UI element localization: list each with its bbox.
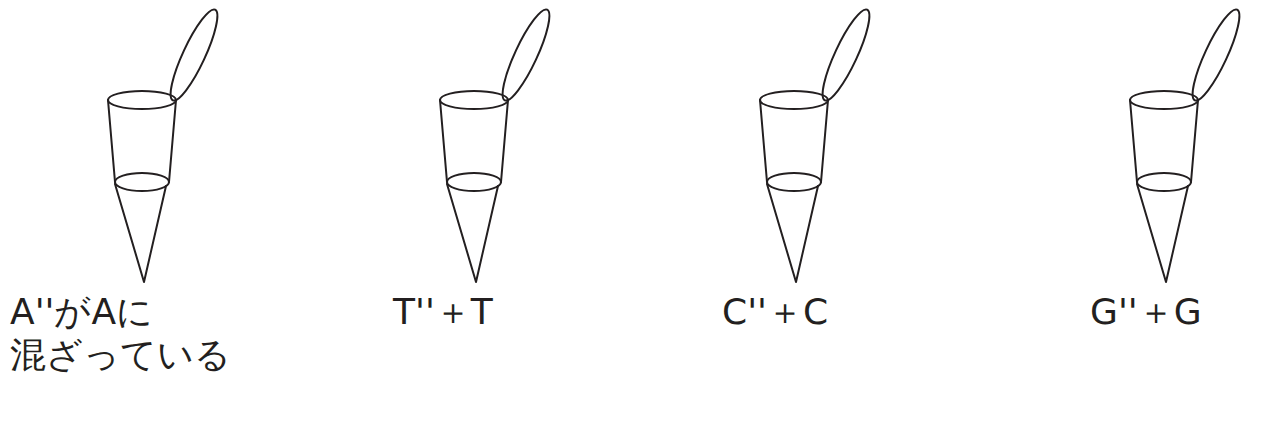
tube-rim <box>760 91 828 109</box>
tube-cone <box>115 184 166 282</box>
tube-rim <box>440 91 508 109</box>
tube-rim <box>108 91 176 109</box>
tube-body <box>1130 100 1198 182</box>
tube-body <box>760 100 828 182</box>
tube-label: T''＋T <box>393 290 493 333</box>
tube <box>108 5 225 282</box>
tube-lid <box>163 5 225 105</box>
tube-cone <box>767 184 818 282</box>
tube <box>1130 5 1247 282</box>
tube-lid <box>1185 5 1247 105</box>
tube-body <box>440 100 508 182</box>
liquid-surface <box>767 173 821 191</box>
liquid-surface <box>115 173 169 191</box>
tube-label: A''がAに 混ざっている <box>10 290 310 376</box>
tube-cone <box>447 184 498 282</box>
tube-body <box>108 100 176 182</box>
tube <box>440 5 557 282</box>
liquid-surface <box>447 173 501 191</box>
tube-cone <box>1137 184 1188 282</box>
tube-label: G''＋G <box>1090 290 1202 333</box>
tube-rim <box>1130 91 1198 109</box>
tube-label: C''＋C <box>722 290 828 333</box>
tube <box>760 5 877 282</box>
tube-lid <box>815 5 877 105</box>
tube-lid <box>495 5 557 105</box>
liquid-surface <box>1137 173 1191 191</box>
